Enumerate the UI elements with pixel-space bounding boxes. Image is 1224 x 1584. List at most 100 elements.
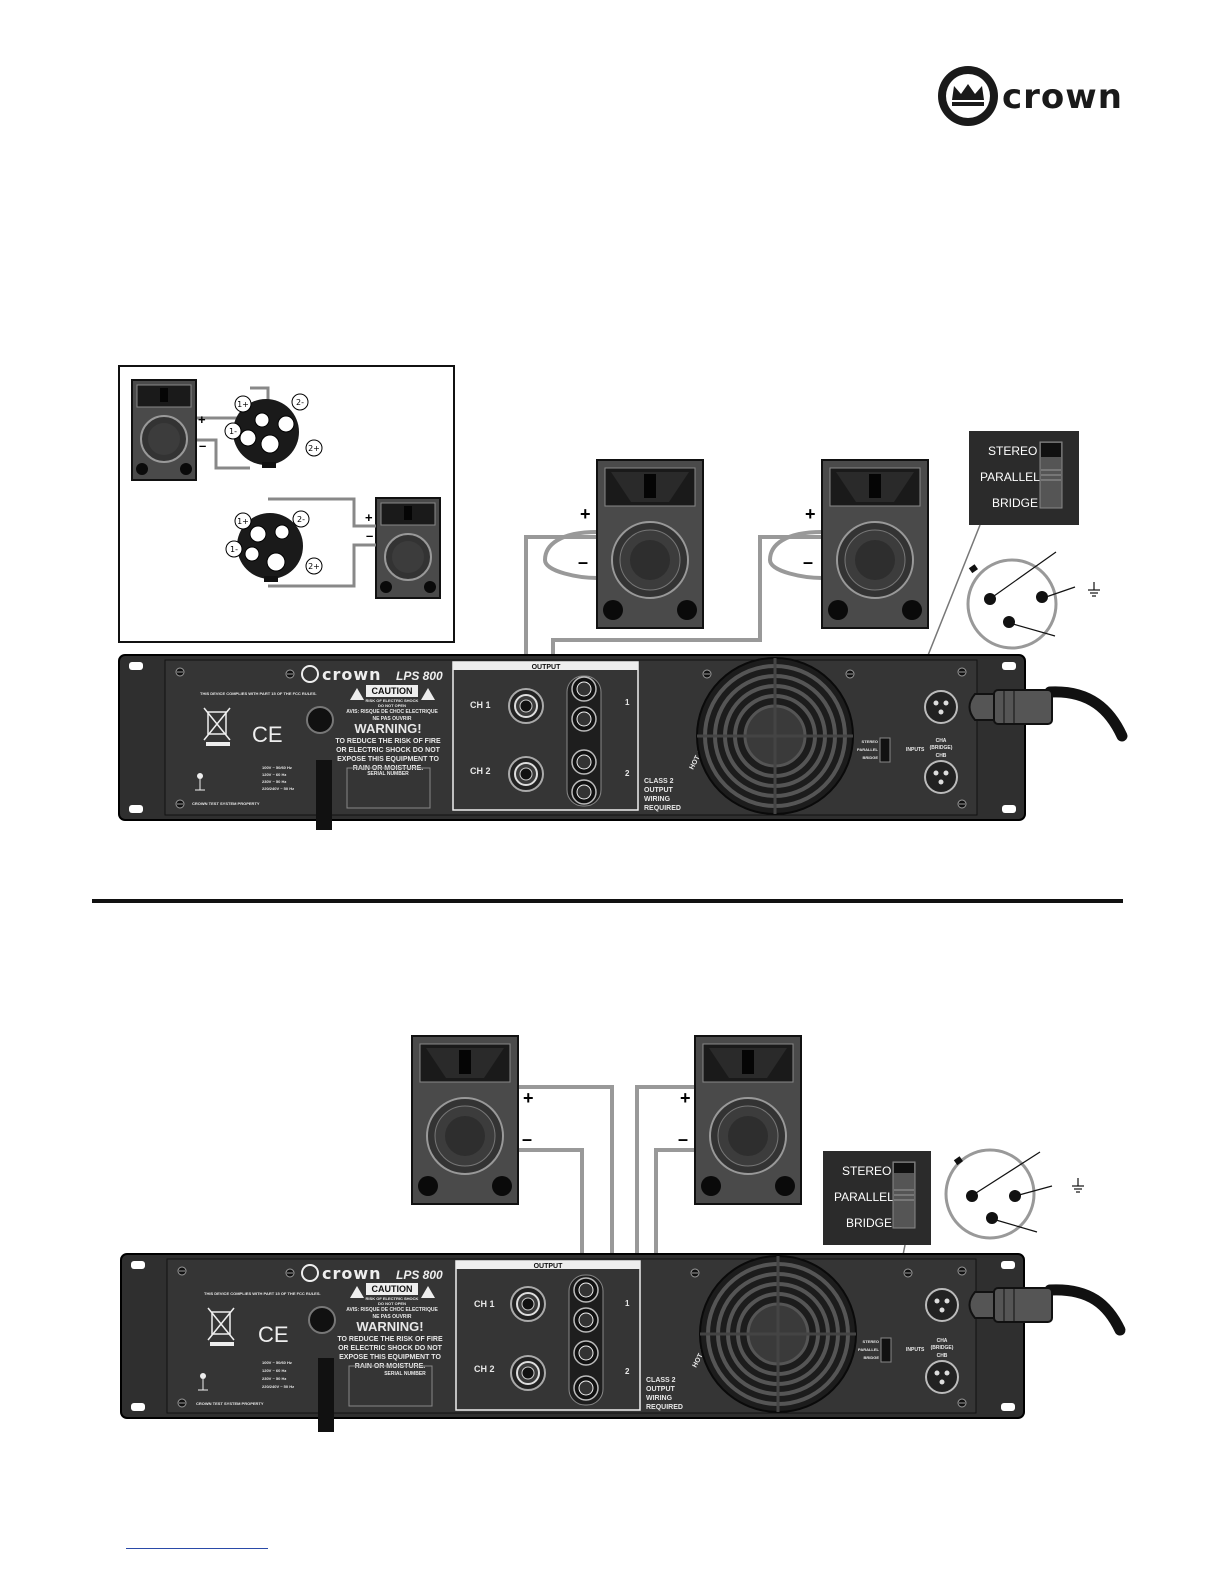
ce-mark-b: CE xyxy=(258,1322,289,1347)
ne-pas-text: NE PAS OUVRIR xyxy=(372,716,411,722)
voltage-2: 120V ~ 60 Hz xyxy=(262,772,286,777)
fcc-compliance-text: THIS DEVICE COMPLIES WITH PART 15 OF THE… xyxy=(200,691,317,696)
class2-line-4: REQUIRED xyxy=(644,805,681,812)
voltage-2-b: 120V ~ 60 Hz xyxy=(262,1368,286,1373)
output-section-label: OUTPUT xyxy=(532,664,562,671)
inputs-label-b: INPUTS xyxy=(906,1347,925,1353)
pin-label-2plus-b: 2+ xyxy=(308,562,320,571)
pin-label-2minus: 2- xyxy=(296,398,304,407)
power-switch-b[interactable] xyxy=(308,1306,336,1334)
ground-symbol-icon xyxy=(1088,582,1100,597)
speaker-4-plus-label: + xyxy=(680,1088,691,1108)
panel-mode-switch-b[interactable] xyxy=(880,1337,892,1363)
panel-switch-parallel: PARALLEL xyxy=(857,747,879,752)
inset-speakon-top xyxy=(233,399,299,468)
cha-xlr-input-b[interactable] xyxy=(925,1288,959,1322)
warning-line-2-b: OR ELECTRIC SHOCK DO NOT xyxy=(338,1345,443,1352)
panel-switch-stereo: STEREO xyxy=(862,739,878,744)
speaker-1-plus-label: + xyxy=(580,504,591,524)
weee-bin-icon xyxy=(203,707,231,746)
cha-xlr-input[interactable] xyxy=(924,690,958,724)
ch2-label-b: CH 2 xyxy=(474,1364,495,1374)
ch2-post-plus-b[interactable] xyxy=(573,1340,599,1366)
inset-minus-label: – xyxy=(199,438,206,453)
power-switch[interactable] xyxy=(306,706,334,734)
xlr-plug-cable-top xyxy=(968,686,1128,742)
caution-text: CAUTION xyxy=(372,686,413,696)
voltage-3-b: 230V ~ 50 Hz xyxy=(262,1376,286,1381)
pin-label-1minus-b: 1- xyxy=(230,545,238,554)
inset-minus-label-b: – xyxy=(366,528,373,543)
warning-text-b: WARNING! xyxy=(356,1319,423,1334)
voltage-4-b: 220/240V ~ 50 Hz xyxy=(262,1384,294,1389)
inset-speakon-bottom xyxy=(237,513,303,582)
speaker-2-plus-label: + xyxy=(805,504,816,524)
ground-note-text: CROWN TEST SYSTEM PROPERTY xyxy=(192,801,260,806)
amp-model-label: LPS 800 xyxy=(396,669,443,683)
footer-rule-link[interactable] xyxy=(126,1548,268,1549)
ch1-speakon-jack-b[interactable] xyxy=(510,1286,546,1322)
ch1-post-minus[interactable] xyxy=(571,706,597,732)
serial-number-label: SERIAL NUMBER xyxy=(367,771,409,777)
ground-lug-icon-b xyxy=(198,1373,208,1391)
weee-bin-icon-b xyxy=(207,1307,235,1346)
warning-line-3: EXPOSE THIS EQUIPMENT TO xyxy=(337,756,439,763)
speaker-4-minus-label: – xyxy=(678,1129,688,1149)
speaker-2-minus-label: – xyxy=(803,552,813,572)
warning-line-1: TO REDUCE THE RISK OF FIRE xyxy=(335,738,441,745)
crown-logo: crown xyxy=(938,66,1122,126)
speaker-1-minus-label: – xyxy=(578,552,588,572)
voltage-1-b: 100V ~ 50/60 Hz xyxy=(262,1360,292,1365)
serial-number-label-b: SERIAL NUMBER xyxy=(384,1371,426,1377)
ch2-post-minus[interactable] xyxy=(571,779,597,805)
mode-switch-callout: STEREO PARALLEL BRIDGE xyxy=(969,431,1079,525)
panel-mode-switch[interactable] xyxy=(879,737,891,763)
caution-sub2: DO NOT OPEN xyxy=(378,703,406,708)
ch2-speakon-jack-b[interactable] xyxy=(510,1355,546,1391)
ch1-speakon-jack[interactable] xyxy=(508,688,544,724)
speaker-3-minus-label: – xyxy=(522,1129,532,1149)
warning-line-2: OR ELECTRIC SHOCK DO NOT xyxy=(336,747,441,754)
chb-label-b: CHB xyxy=(937,1353,948,1359)
ch2-post-plus[interactable] xyxy=(571,749,597,775)
serial-number-plate xyxy=(346,767,431,809)
ch2-speakon-jack[interactable] xyxy=(508,756,544,792)
switch-stereo-label-b: STEREO xyxy=(842,1164,891,1178)
inputs-label: INPUTS xyxy=(906,747,925,753)
xlr-pinout xyxy=(966,551,1100,650)
pin-label-1plus-b: 1+ xyxy=(237,517,249,526)
voltage-4: 220/240V ~ 50 Hz xyxy=(262,786,294,791)
ch1-post-minus-b[interactable] xyxy=(573,1307,599,1333)
chb-xlr-input-b[interactable] xyxy=(925,1360,959,1394)
speaker-4 xyxy=(694,1035,802,1205)
ch2-post-minus-b[interactable] xyxy=(573,1375,599,1401)
ne-pas-text-b: NE PAS OUVRIR xyxy=(372,1314,411,1320)
speaker-3-plus-label: + xyxy=(523,1088,534,1108)
class2-line-1: CLASS 2 xyxy=(644,778,674,785)
output-2-label-b: 2 xyxy=(625,1367,630,1376)
ch1-post-plus[interactable] xyxy=(571,676,597,702)
speaker-1 xyxy=(596,459,704,629)
switch-parallel-label-b: PARALLEL xyxy=(834,1190,894,1204)
ground-symbol-icon-b xyxy=(1072,1178,1084,1193)
speakon-pinout-inset: 1+ 1- 2- 2+ + – 1+ 1- 2- 2+ + – xyxy=(118,365,455,643)
serial-number-plate-b xyxy=(348,1365,433,1407)
top-diagram: + – + – STEREO PARALLEL BRIDGE xyxy=(118,431,1128,830)
caution-label: CAUTION RISK OF ELECTRIC SHOCK DO NOT OP… xyxy=(335,685,441,772)
power-cord xyxy=(316,760,332,830)
panel-switch-bridge-b: BRIDGE xyxy=(863,1355,879,1360)
speaker-2 xyxy=(821,459,929,629)
caution-sub1-b: RISK OF ELECTRIC SHOCK xyxy=(366,1296,419,1301)
pin-label-1plus: 1+ xyxy=(237,400,249,409)
pin-label-1minus: 1- xyxy=(229,427,237,436)
inset-plus-label: + xyxy=(198,412,206,427)
cooling-fan-grille-b xyxy=(698,1254,858,1414)
voltage-1: 100V ~ 50/60 Hz xyxy=(262,765,292,770)
amp-brand-label-b: crown xyxy=(322,1264,382,1283)
avis-text-b: AVIS: RISQUE DE CHOC ELECTRIQUE xyxy=(346,1307,438,1313)
cha-label: CHA xyxy=(936,738,947,744)
amplifier-rear-panel-top: crown LPS 800 THIS DEVICE COMPLIES WITH … xyxy=(118,654,1026,830)
chb-xlr-input[interactable] xyxy=(924,760,958,794)
ch1-post-plus-b[interactable] xyxy=(573,1277,599,1303)
